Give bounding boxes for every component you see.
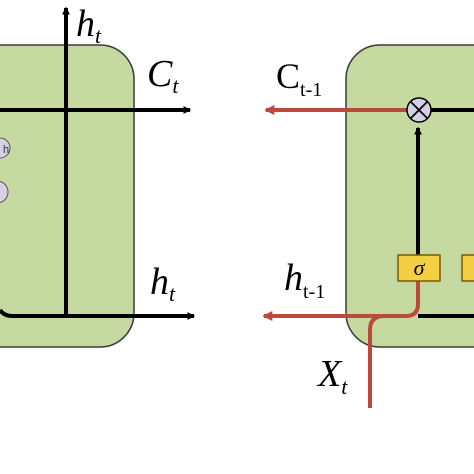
sigma-gate-label: σ [414,255,426,280]
right-ct-prev-label: Ct-1 [276,56,322,101]
left-lstm-cell: h ht Ct ht [0,3,196,348]
right-ct-prev-base: C [276,56,300,96]
right-cell-body [345,44,474,348]
left-ct-sub: t [172,73,179,98]
right-ht-prev-sub: t-1 [303,281,325,303]
right-lstm-cell: σ Ct-1 ht-1 Xt [262,44,474,408]
right-ct-prev-sub: t-1 [300,79,322,101]
left-ht-top-sub: t [95,23,102,48]
left-ht-horizontal-arrow [0,308,196,320]
multiply-x-stroke-2 [410,101,428,119]
sigma-gate: σ [397,254,441,282]
left-ct-label: Ct [147,53,179,98]
right-xt-base: X [316,353,343,395]
left-ht-right-sub: t [169,281,176,306]
right-xt-sub: t [341,374,348,399]
left-ht-top-label: ht [76,3,102,48]
next-gate-box-partial [461,254,474,282]
left-ht-right-label: ht [150,261,176,306]
left-op-fragment: h [3,144,9,156]
right-xt-label: Xt [316,353,348,399]
multiply-operator [406,97,432,123]
sigma-gate-box [397,254,441,282]
right-ht-prev-base: h [284,257,303,299]
left-ct-base: C [147,53,173,95]
left-ht-top-base: h [76,3,95,45]
right-ht-prev-label: ht-1 [284,257,325,303]
left-op-circle-tanh [0,137,11,159]
left-ht-right-base: h [150,261,169,303]
left-op-circle [0,180,9,204]
